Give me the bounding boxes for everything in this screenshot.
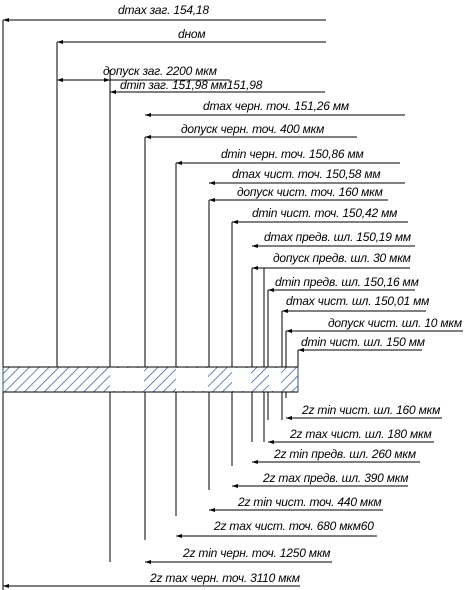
- label-dmax-pred: dmax предв. шл. 150,19 мм: [264, 230, 411, 244]
- label-dmin-pred: dmin предв. шл. 150,16 мм: [275, 275, 419, 289]
- upper-labels: dmax заг. 154,18 dном допуск заг. 2200 м…: [103, 3, 462, 349]
- label-dmin-chist-shl: dmin чист. шл. 150 мм: [301, 335, 425, 349]
- label-2zmin-chist-toch: 2z min чист. точ. 440 мкм: [237, 495, 381, 509]
- label-dmax-chern: dmax черн. точ. 151,26 мм: [203, 99, 349, 113]
- label-dmax-chist-shl: dmax чист. шл. 150,01 мм: [286, 294, 429, 308]
- upper-dimension-lines: [3, 19, 463, 351]
- label-dmax-zag: dmax заг. 154,18: [118, 3, 209, 17]
- label-2zmax-chist-toch: 2z max чист. точ. 680 мкм60: [213, 519, 374, 533]
- label-2zmin-chern: 2z min черн. точ. 1250 мкм: [182, 546, 330, 560]
- label-dmin-chist-toch: dmin чист. точ. 150,42 мм: [252, 206, 397, 220]
- label-dmax-chist-toch: dmax чист. точ. 150,58 мм: [232, 167, 380, 181]
- lower-dimension-lines: [3, 417, 442, 587]
- label-2zmin-chist-shl: 2z min чист. шл. 160 мкм: [301, 403, 440, 417]
- label-dopusk-zag: допуск заг. 2200 мкм: [103, 64, 217, 78]
- material-band: [2, 366, 299, 393]
- arrowheads: [3, 18, 304, 588]
- label-dopusk-chist-toch: допуск чист. точ. 160 мкм: [237, 185, 383, 199]
- lower-labels: 2z min чист. шл. 160 мкм 2z max чист. шл…: [149, 403, 440, 585]
- label-dmin-zag: dmin заг. 151,98 мм151,98: [120, 78, 263, 92]
- label-2zmin-pred: 2z min предв. шл. 260 мкм: [273, 447, 416, 461]
- label-dopusk-chist-shl: допуск чист. шл. 10 мкм: [328, 316, 462, 330]
- extension-lines: [56, 42, 299, 562]
- label-dopusk-chern: допуск черн. точ. 400 мкм: [181, 122, 324, 136]
- label-dmin-chern: dmin черн. точ. 150,86 мм: [221, 147, 364, 161]
- label-2zmax-chern: 2z max черн. точ. 3110 мкм: [149, 571, 300, 585]
- label-2zmax-chist-shl: 2z max чист. шл. 180 мкм: [289, 427, 432, 441]
- label-2zmax-pred: 2z max предв. шл. 390 мкм: [262, 471, 408, 485]
- label-dnom: dном: [178, 27, 205, 41]
- label-dopusk-pred: допуск предв. шл. 30 мкм: [273, 251, 411, 265]
